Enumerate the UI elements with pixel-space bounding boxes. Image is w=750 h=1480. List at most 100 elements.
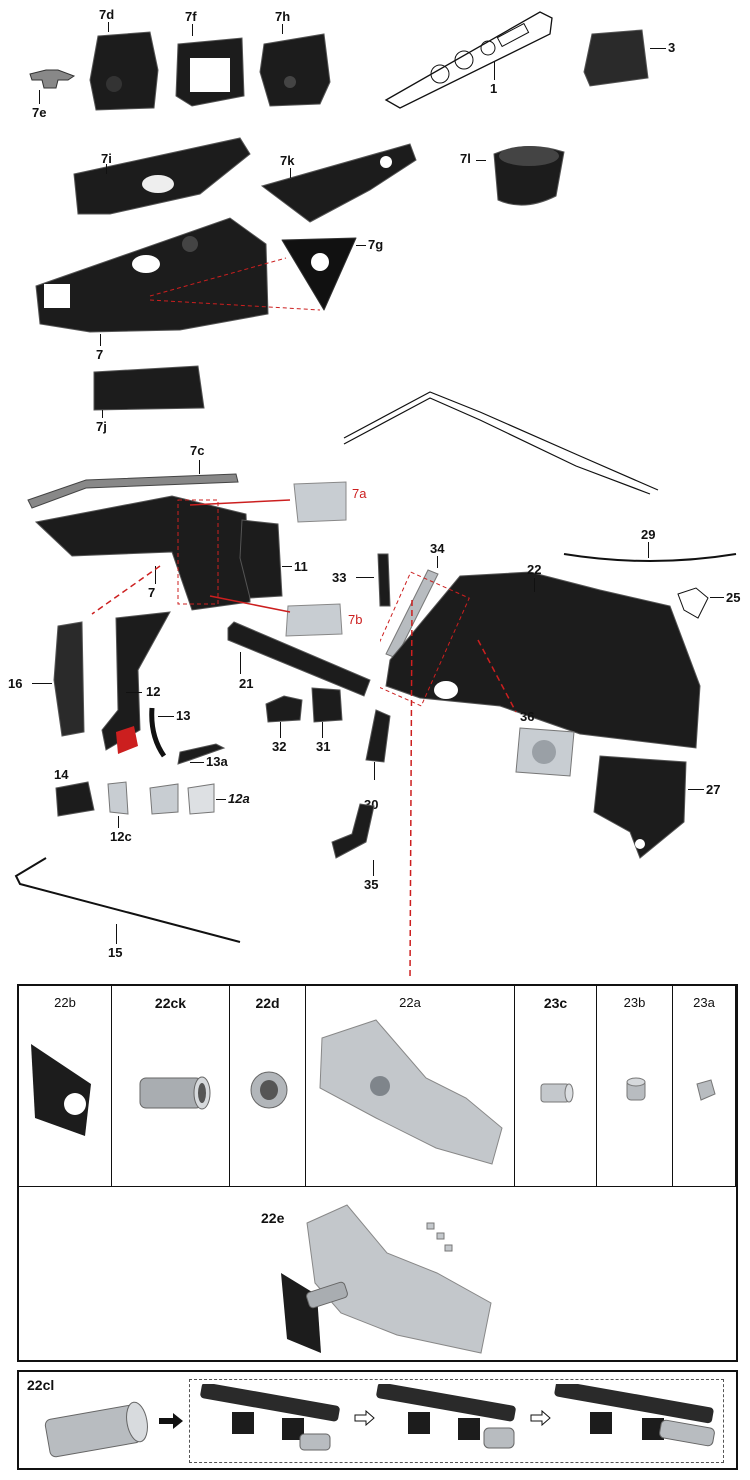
- callout-7i: 7i: [101, 151, 112, 166]
- part-13-strip: [149, 707, 167, 758]
- assembly-label-22e: 22e: [261, 1210, 285, 1226]
- callout-7h: 7h: [275, 9, 291, 24]
- callout-1: 1: [490, 81, 498, 96]
- part-12a-left: [149, 783, 179, 815]
- callout-7g: 7g: [368, 237, 384, 252]
- part-22cl-sleeve: [44, 1401, 148, 1458]
- axle-step-2: [376, 1384, 516, 1449]
- callout-7k: 7k: [280, 153, 295, 168]
- part-22ck-sleeve: [139, 1076, 211, 1110]
- part-14-panel: [55, 781, 95, 817]
- part-31-bracket: [311, 687, 343, 723]
- part-13a-bracket: [177, 743, 226, 765]
- part-7k-panel: [260, 143, 417, 223]
- callout-7-lower: 7: [148, 585, 156, 600]
- part-7e-bracket: [29, 69, 76, 89]
- exploded-parts-diagram: 7e 7d 7f 7h 1 3 7i 7k: [8, 7, 741, 980]
- part-7i-panel: [73, 137, 251, 215]
- callout-29: 29: [641, 527, 656, 542]
- callout-21: 21: [239, 676, 254, 691]
- detail-parts-table: 22b 22ck 22d 22a 23c 23: [17, 984, 738, 1362]
- callout-7j: 7j: [96, 419, 107, 434]
- part-7l-cup: [493, 145, 565, 206]
- part-30-bracket: [365, 709, 391, 763]
- table-header: 22b: [54, 995, 76, 1010]
- part-15-cable: [14, 857, 241, 943]
- callout-33: 33: [332, 570, 347, 585]
- outline-arrow-icon: [530, 1410, 551, 1426]
- table-header: 22ck: [154, 995, 187, 1011]
- part-23c-sleeve: [540, 1083, 574, 1103]
- part-11-pillar: [239, 519, 283, 599]
- callout-16: 16: [8, 676, 23, 691]
- callout-7a: 7a: [352, 486, 367, 501]
- part-7j-panel: [93, 365, 205, 411]
- cell-23a: 23a: [673, 986, 736, 1186]
- callout-22: 22: [527, 562, 542, 577]
- callout-12: 12: [146, 684, 161, 699]
- arrow-icon: [159, 1413, 183, 1429]
- part-22e-assembly: [281, 1204, 492, 1354]
- callout-25: 25: [726, 590, 741, 605]
- part-7b-repair: [285, 603, 343, 637]
- cell-22d: 22d: [230, 986, 306, 1186]
- part-36-plate: [515, 727, 575, 777]
- callout-13: 13: [176, 708, 191, 723]
- part-12c-bracket: [107, 781, 129, 815]
- callout-7e: 7e: [32, 105, 47, 120]
- part-12a-right: [187, 783, 215, 815]
- part-7-quarter-assembly: [34, 495, 251, 611]
- part-21-rocker: [227, 621, 371, 697]
- assembly-row: 22e: [19, 1186, 736, 1361]
- part-7h-panel: [259, 33, 331, 107]
- part-22d-ring: [250, 1071, 288, 1109]
- part-29-strip: [563, 553, 737, 562]
- part-22a-inner-wheelhouse: [319, 1019, 503, 1165]
- table-header: 23a: [693, 995, 715, 1010]
- part-7g-plate: [281, 237, 357, 311]
- part-32-bracket: [265, 695, 303, 723]
- part-7d-panel: [89, 31, 159, 111]
- callout-31: 31: [316, 739, 331, 754]
- part-23a-nut: [696, 1079, 716, 1101]
- cell-23b: 23b: [597, 986, 673, 1186]
- part-7f-frame: [175, 37, 245, 107]
- callout-7c: 7c: [190, 443, 205, 458]
- callout-13a: 13a: [206, 754, 228, 769]
- part-16-panel: [53, 621, 85, 737]
- installation-sequence: [189, 1379, 724, 1463]
- axle-step-1: [200, 1384, 340, 1451]
- axle-step-3: [554, 1384, 715, 1447]
- callout-12a: 12a: [228, 791, 250, 806]
- cell-22b: 22b: [19, 986, 112, 1186]
- cell-22ck: 22ck: [112, 986, 230, 1186]
- callout-27: 27: [706, 782, 721, 797]
- part-3-plate: [583, 29, 649, 87]
- callout-7b: 7b: [348, 612, 363, 627]
- callout-15: 15: [108, 945, 123, 960]
- callout-36: 36: [520, 709, 535, 724]
- callout-11: 11: [294, 559, 308, 574]
- part-25-clip: [677, 587, 709, 619]
- callout-12c: 12c: [110, 829, 132, 844]
- callout-32: 32: [272, 739, 287, 754]
- part-12-pillar: [101, 611, 171, 754]
- callout-35: 35: [364, 877, 379, 892]
- part-1-dash-outline: [384, 11, 553, 109]
- table-header: 22d: [255, 995, 280, 1011]
- part-35-bracket: [331, 803, 375, 859]
- callout-7d: 7d: [99, 7, 115, 22]
- callout-3: 3: [668, 40, 676, 55]
- table-header: 23b: [623, 995, 646, 1010]
- sleeve-label-22cl: 22cl: [27, 1377, 55, 1393]
- table-header: 23c: [543, 995, 568, 1011]
- part-7c-strip: [27, 473, 239, 509]
- part-27-bracket: [593, 755, 687, 859]
- callout-7: 7: [96, 347, 104, 362]
- part-22b-plate: [31, 1044, 91, 1136]
- callout-14: 14: [54, 767, 69, 782]
- part-23b-bushing: [626, 1077, 646, 1101]
- table-header: 22a: [399, 995, 421, 1010]
- callout-7f: 7f: [185, 9, 197, 24]
- part-33-strip: [377, 553, 391, 607]
